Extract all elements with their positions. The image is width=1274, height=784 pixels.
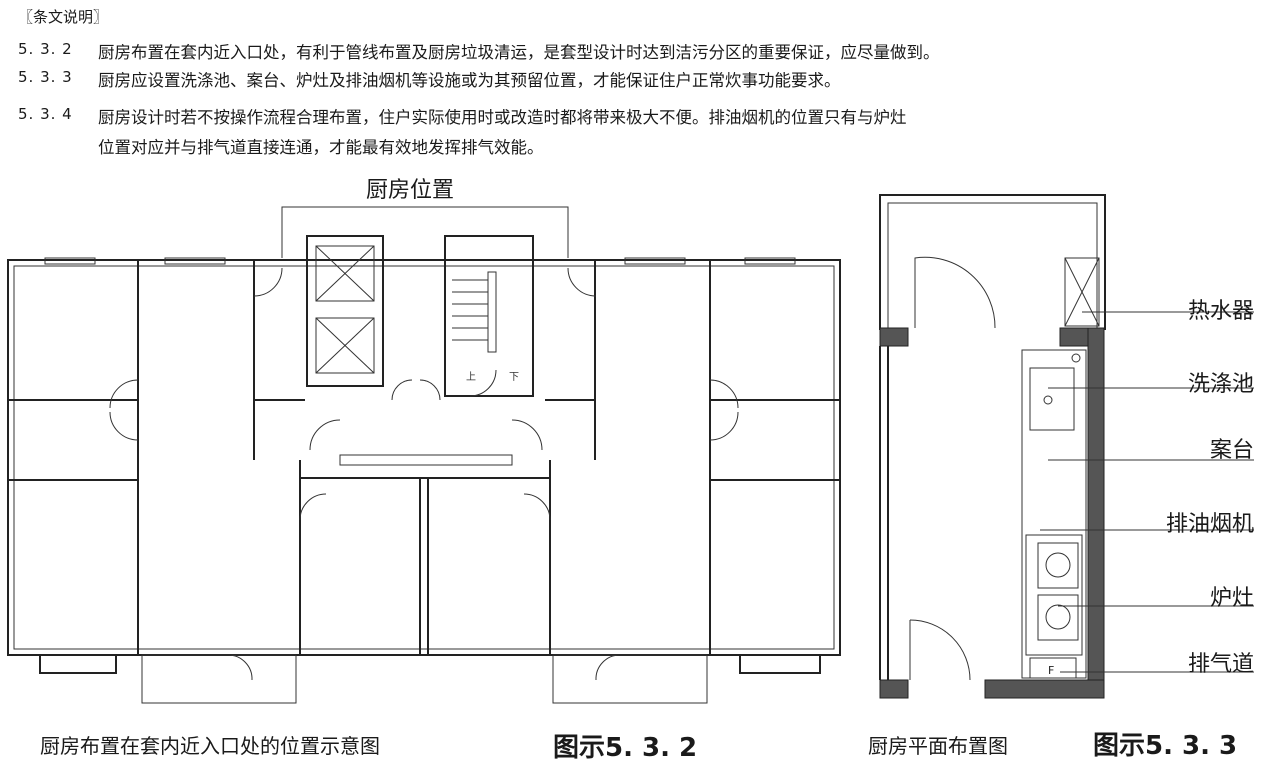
section-header: 〖条文说明〗	[18, 8, 109, 26]
label-stove: 炉灶	[1209, 586, 1254, 611]
elevator-shaft	[315, 317, 375, 374]
figure-caption-532: 厨房布置在套内近入口处的位置示意图	[40, 734, 380, 758]
clause-text-534-line1: 厨房设计时若不按操作流程合理布置，住户实际使用时或改造时都将带来极大不便。排油烟…	[98, 108, 907, 127]
label-range-hood: 排油烟机	[1165, 512, 1254, 537]
balcony	[739, 654, 821, 674]
wall-section	[984, 679, 1105, 699]
label-exhaust-flue: 排气道	[1187, 652, 1254, 677]
label-sink: 洗涤池	[1187, 372, 1254, 397]
label-counter: 案台	[1209, 438, 1254, 463]
burner	[1045, 552, 1071, 578]
figure-caption-533: 厨房平面布置图	[868, 734, 1008, 758]
sink-bowl	[1029, 367, 1075, 431]
kitchen-plan	[879, 194, 1254, 699]
label-water-heater: 热水器	[1187, 299, 1254, 324]
burner	[1045, 604, 1071, 630]
clause-number-533: 5. 3. 3	[18, 68, 73, 86]
kitchen-position-title: 厨房位置	[366, 178, 455, 203]
elevator-shaft	[315, 245, 375, 302]
kitchen-position-bracket	[281, 206, 569, 258]
balcony	[141, 654, 297, 704]
figure-number-533: 图示5. 3. 3	[1093, 731, 1238, 761]
water-heater-box	[1064, 257, 1100, 327]
clause-text-534-line2: 位置对应并与排气道直接连通，才能最有效地发挥排气效能。	[98, 138, 544, 157]
exhaust-flue	[1029, 657, 1077, 679]
wall-section	[879, 327, 909, 347]
clause-text-532: 厨房布置在套内近入口处，有利于管线布置及厨房垃圾清运，是套型设计时达到洁污分区的…	[98, 43, 940, 62]
kitchen-top-frame	[879, 194, 1106, 330]
flue-mark: F	[1048, 664, 1054, 677]
corridor-wall	[339, 454, 513, 466]
stair-up-mark: 上	[466, 371, 476, 383]
figure-number-532: 图示5. 3. 2	[553, 733, 698, 763]
apartment-floor-plan	[7, 206, 841, 704]
clause-number-532: 5. 3. 2	[18, 40, 73, 58]
stair-core	[444, 235, 534, 397]
outer-wall-inner	[13, 265, 835, 650]
wall-section	[1087, 327, 1105, 699]
clause-text-533: 厨房应设置洗涤池、案台、炉灶及排油烟机等设施或为其预留位置，才能保证住户正常炊事…	[98, 71, 841, 90]
kitchen-bottom-door-swing	[909, 619, 971, 681]
elevator-core	[306, 235, 384, 387]
balcony	[552, 654, 708, 704]
stove	[1025, 534, 1083, 656]
clause-number-534: 5. 3. 4	[18, 105, 73, 123]
stair-down-mark: 下	[509, 372, 519, 383]
kitchen-door-swing	[914, 256, 996, 329]
wall-section	[879, 679, 909, 699]
outer-wall	[7, 259, 841, 656]
balcony	[39, 654, 117, 674]
